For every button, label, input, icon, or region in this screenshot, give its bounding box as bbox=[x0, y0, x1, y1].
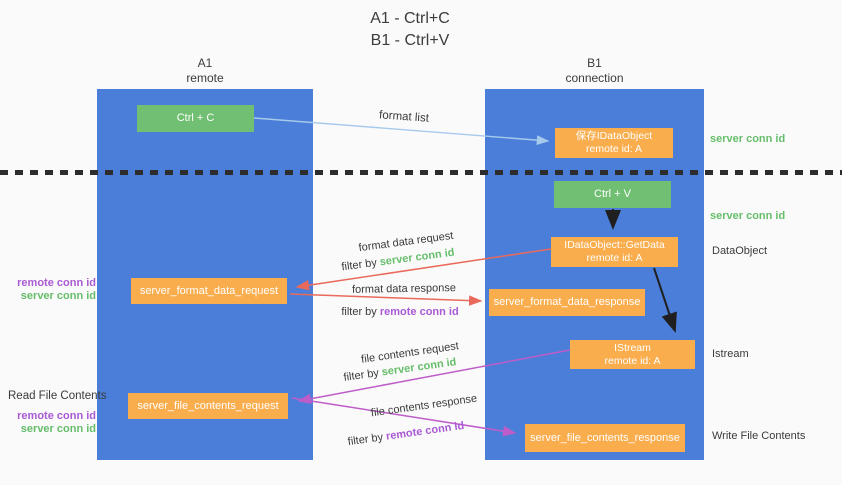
label-filter-by-remote-conn-id-2: filter by remote conn id bbox=[347, 420, 465, 448]
getdata-line2: remote id: A bbox=[586, 252, 643, 264]
file-request-label: server_file_contents_request bbox=[137, 399, 279, 412]
remote-conn-id-text: remote conn id bbox=[385, 419, 465, 443]
file-response-label: server_file_contents_response bbox=[530, 431, 680, 444]
column-header-connection: B1 connection bbox=[485, 56, 704, 86]
filter-by-text: filter by bbox=[341, 306, 380, 318]
filter-by-text: filter by bbox=[342, 366, 383, 384]
label-write-file-contents: Write File Contents bbox=[712, 430, 806, 442]
label-read-file-contents: Read File Contents bbox=[8, 390, 107, 402]
node-server-file-contents-request: server_file_contents_request bbox=[128, 393, 288, 419]
label-format-data-response: format data response bbox=[351, 282, 457, 296]
label-remote-conn-id-left-1: remote conn id bbox=[17, 277, 96, 289]
title-line-1: A1 - Ctrl+C bbox=[370, 10, 450, 27]
lane-left-role: remote bbox=[186, 71, 224, 85]
lane-right-name: B1 bbox=[587, 56, 602, 70]
node-server-format-data-request: server_format_data_request bbox=[131, 278, 287, 304]
node-istream: IStream remote id: A bbox=[570, 340, 695, 369]
machine-boundary-dashed-line bbox=[0, 170, 842, 175]
node-ctrl-v: Ctrl + V bbox=[554, 181, 671, 208]
label-remote-conn-id-left-2: remote conn id bbox=[17, 410, 96, 422]
filter-by-text: filter by bbox=[340, 256, 381, 274]
label-server-conn-id-right-top: server conn id bbox=[710, 133, 786, 145]
node-idataobject-getdata: IDataObject::GetData remote id: A bbox=[551, 237, 678, 267]
ctrl-c-label: Ctrl + C bbox=[176, 112, 215, 124]
title-line-2: B1 - Ctrl+V bbox=[370, 32, 450, 49]
node-ctrl-c: Ctrl + C bbox=[137, 105, 254, 132]
lane-right-role: connection bbox=[565, 71, 624, 85]
diagram-title: A1 - Ctrl+C B1 - Ctrl+V bbox=[0, 8, 820, 52]
label-filter-by-server-conn-id-1: filter by server conn id bbox=[341, 247, 455, 274]
ctrl-v-label: Ctrl + V bbox=[594, 188, 631, 200]
node-server-format-data-response: server_format_data_response bbox=[489, 289, 645, 316]
istream-line2: remote id: A bbox=[604, 354, 661, 367]
format-response-label: server_format_data_response bbox=[493, 296, 641, 308]
label-format-list: format list bbox=[378, 109, 430, 125]
label-file-contents-response: file contents response bbox=[370, 392, 478, 420]
filter-by-text: filter by bbox=[347, 430, 387, 449]
label-dataobject: DataObject bbox=[712, 245, 768, 257]
label-server-conn-id-left-2: server conn id bbox=[20, 423, 96, 435]
label-server-conn-id-right-mid: server conn id bbox=[710, 210, 786, 222]
istream-line1: IStream bbox=[614, 341, 651, 354]
node-save-idataobject: 保存IDataObject remote id: A bbox=[555, 128, 673, 158]
save-idataobject-line1: 保存IDataObject bbox=[575, 130, 653, 142]
label-istream-side: Istream bbox=[712, 348, 749, 360]
label-filter-by-remote-conn-id-1: filter by remote conn id bbox=[341, 306, 458, 318]
save-idataobject-line2: remote id: A bbox=[585, 143, 643, 155]
getdata-line1: IDataObject::GetData bbox=[564, 239, 665, 251]
format-request-label: server_format_data_request bbox=[139, 284, 279, 297]
label-server-conn-id-left-1: server conn id bbox=[20, 290, 96, 302]
remote-conn-id-text: remote conn id bbox=[379, 306, 459, 318]
node-server-file-contents-response: server_file_contents_response bbox=[525, 424, 685, 452]
lane-left-name: A1 bbox=[197, 56, 213, 70]
column-header-remote: A1 remote bbox=[97, 56, 313, 86]
